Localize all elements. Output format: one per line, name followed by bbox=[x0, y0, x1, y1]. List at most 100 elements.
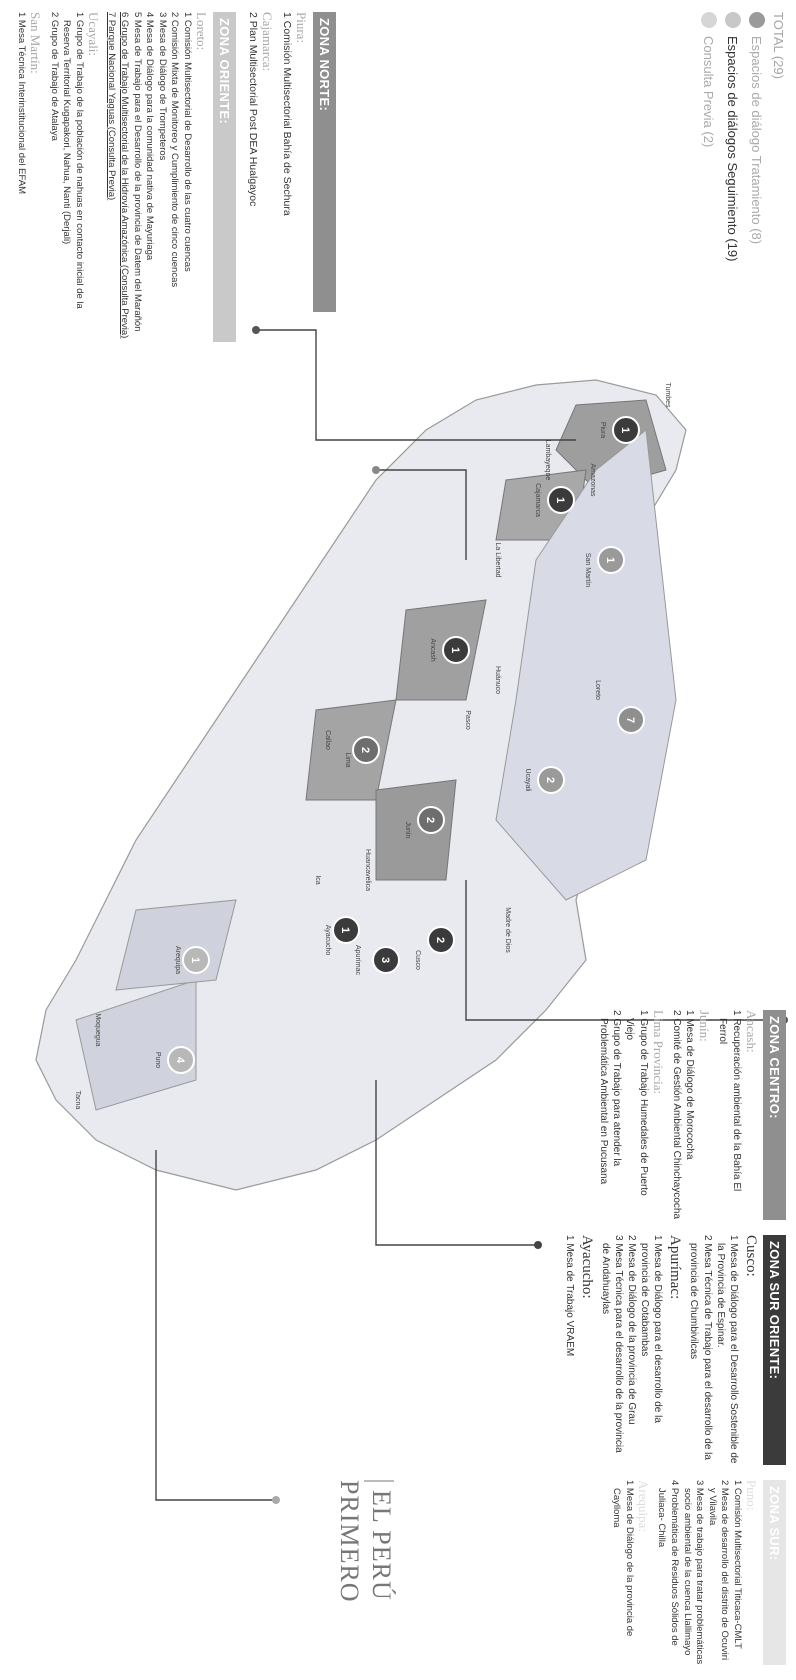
region-title: Lima Provincia: bbox=[650, 1010, 666, 1095]
region-title: Ancash: bbox=[743, 1010, 759, 1053]
list-item: 6 Grupo de Trabajo Multisectorial de la … bbox=[119, 12, 131, 339]
map-label: Tumbes bbox=[664, 382, 671, 408]
list-item: 2 Mesa Técnica de Trabajo para el desarr… bbox=[688, 1235, 713, 1460]
count-marker-label: 2 bbox=[434, 937, 446, 943]
zona-norte-panel: ZONA NORTE: Piura: 1 Comisión Multisecto… bbox=[245, 12, 336, 312]
map-label: Madre de Dios bbox=[504, 907, 511, 953]
zona-oriente-panel: ZONA ORIENTE: Loreto: 1 Comisión Multise… bbox=[15, 12, 236, 342]
list-item: 2 Grupo de Trabajo para atender la Probl… bbox=[598, 1010, 623, 1185]
zona-sur-oriente-header: ZONA SUR ORIENTE: bbox=[762, 1235, 786, 1465]
region-title: Loreto: bbox=[193, 12, 209, 51]
connector-dot-norte bbox=[252, 326, 260, 334]
list-item: 1 Comisión Multisectorial de Desarrollo … bbox=[181, 12, 193, 272]
list-item: 1 Mesa Técnica Interinstitucional del EF… bbox=[16, 12, 28, 194]
count-marker-label: 2 bbox=[424, 817, 436, 823]
region-lima bbox=[305, 699, 397, 801]
map-label: Puno bbox=[154, 1052, 161, 1068]
list-item: 1 Comisión Multisectorial Titicaca-CMLT bbox=[731, 1480, 743, 1649]
region-title: Cajamarca: bbox=[259, 12, 275, 72]
count-marker bbox=[167, 1046, 195, 1074]
zona-centro-panel: ZONA CENTRO: Ancash: 1 Recuperación ambi… bbox=[597, 1010, 786, 1220]
count-marker bbox=[547, 486, 575, 514]
map-label: San Martín bbox=[584, 553, 591, 587]
count-marker bbox=[372, 946, 400, 974]
map-label: Moquegua bbox=[94, 1013, 101, 1046]
connector-dot-sur bbox=[272, 1496, 280, 1504]
brand-logo: EL PERÚ PRIMERO bbox=[334, 1480, 396, 1664]
map-label: Piura bbox=[599, 422, 606, 438]
list-item: 3 Mesa de trabajo para tratar problemáti… bbox=[681, 1480, 706, 1665]
list-item: 7 Parque Nacional Yaguas (Consulta Previ… bbox=[106, 12, 118, 201]
count-marker bbox=[537, 766, 565, 794]
zona-sur-oriente-panel: ZONA SUR ORIENTE: Cusco: 1 Mesa de Diálo… bbox=[563, 1235, 786, 1465]
list-item: 1 Mesa de Diálogo para el Desarrollo Sos… bbox=[714, 1235, 740, 1464]
legend-dot bbox=[725, 12, 741, 28]
zona-sur-panel: ZONA SUR: Puno: 1 Comisión Multisectoria… bbox=[610, 1480, 786, 1665]
list-item: 2 Comité de Gestión Ambiental Chinchayco… bbox=[670, 1010, 682, 1220]
map-label: Cusco bbox=[414, 950, 421, 970]
count-marker-label: 3 bbox=[379, 957, 391, 963]
list-item: 3 Mesa de Diálogo de Trompeteros bbox=[156, 12, 168, 161]
count-marker-label: 1 bbox=[449, 647, 461, 653]
map-label: Arequipa bbox=[174, 946, 181, 974]
legend-label: Espacios de diálogos Seguimiento (19) bbox=[725, 36, 741, 262]
count-marker bbox=[617, 706, 645, 734]
legend-dot bbox=[701, 12, 717, 28]
count-marker-label: 1 bbox=[339, 927, 351, 933]
count-marker-label: 2 bbox=[544, 777, 556, 783]
list-item: 1 Recuperación ambiental de la Bahía El … bbox=[717, 1010, 742, 1192]
connector-sur bbox=[155, 1150, 276, 1501]
map-label: Loreto bbox=[594, 680, 601, 700]
brand-divider bbox=[363, 1480, 394, 1482]
map-label: Tacna bbox=[74, 1091, 81, 1110]
count-marker bbox=[597, 546, 625, 574]
region-title: Ucayali: bbox=[85, 12, 101, 57]
list-item: 3 Mesa Técnica para el desarrollo de la … bbox=[599, 1235, 624, 1453]
list-item: 1 Mesa de Diálogo para el desarrollo de … bbox=[639, 1235, 664, 1423]
map-label: Lima bbox=[344, 752, 351, 767]
brand-text: EL PERÚ PRIMERO bbox=[334, 1480, 396, 1603]
region-puno bbox=[75, 979, 197, 1111]
legend-label: Consulta Previa (2) bbox=[701, 36, 717, 148]
map-label: Huánuco bbox=[494, 666, 501, 694]
map-label: Pasco bbox=[464, 710, 471, 730]
list-item: 4 Mesa de Diálogo para la comunidad nati… bbox=[144, 12, 156, 261]
legend-dot bbox=[749, 12, 765, 28]
count-marker bbox=[612, 416, 640, 444]
map-label: Apurímac bbox=[354, 945, 361, 975]
map-label: Ancash bbox=[429, 638, 436, 661]
count-marker-label: 4 bbox=[174, 1057, 186, 1064]
region-title: Puno: bbox=[743, 1480, 759, 1511]
connector-dot-sur-oriente bbox=[534, 1241, 542, 1249]
region-title: San Martín: bbox=[28, 12, 44, 74]
map-label: Huancavelica bbox=[364, 849, 371, 891]
map-label: Ica bbox=[314, 875, 321, 884]
legend-title: TOTAL (29) bbox=[771, 12, 786, 79]
map-label: Lambayeque bbox=[544, 440, 551, 481]
map-label: Ucayali bbox=[524, 769, 531, 792]
list-item: 1 Mesa de Diálogo de la provincia de Cay… bbox=[611, 1480, 635, 1637]
legend-label: Espacios de diálogo Tratamiento (8) bbox=[749, 36, 765, 245]
count-marker-label: 1 bbox=[554, 497, 566, 503]
count-marker bbox=[427, 926, 455, 954]
map-label: Callao bbox=[324, 730, 331, 750]
count-marker bbox=[332, 916, 360, 944]
count-marker bbox=[442, 636, 470, 664]
count-marker-label: 1 bbox=[619, 427, 631, 433]
count-marker-label: 2 bbox=[359, 747, 371, 753]
connector-sur-oriente bbox=[375, 1080, 536, 1246]
count-marker bbox=[182, 946, 210, 974]
list-item: 2 Comisión Mixta de Monitoreo y Cumplimi… bbox=[169, 12, 181, 288]
legend-row-seguimiento: Espacios de diálogos Seguimiento (19) bbox=[725, 12, 741, 262]
list-item: 5 Mesa de Trabajo para el Desarrollo de … bbox=[131, 12, 143, 332]
connector-lines bbox=[155, 329, 786, 1501]
map-label: La Libertad bbox=[494, 542, 501, 577]
map-label: Cajamarca bbox=[534, 483, 541, 517]
connector-norte bbox=[256, 329, 576, 441]
map-label: Amazonas bbox=[589, 463, 596, 497]
count-marker-label: 7 bbox=[624, 717, 636, 723]
count-marker bbox=[352, 736, 380, 764]
region-title: Cusco: bbox=[742, 1235, 759, 1277]
